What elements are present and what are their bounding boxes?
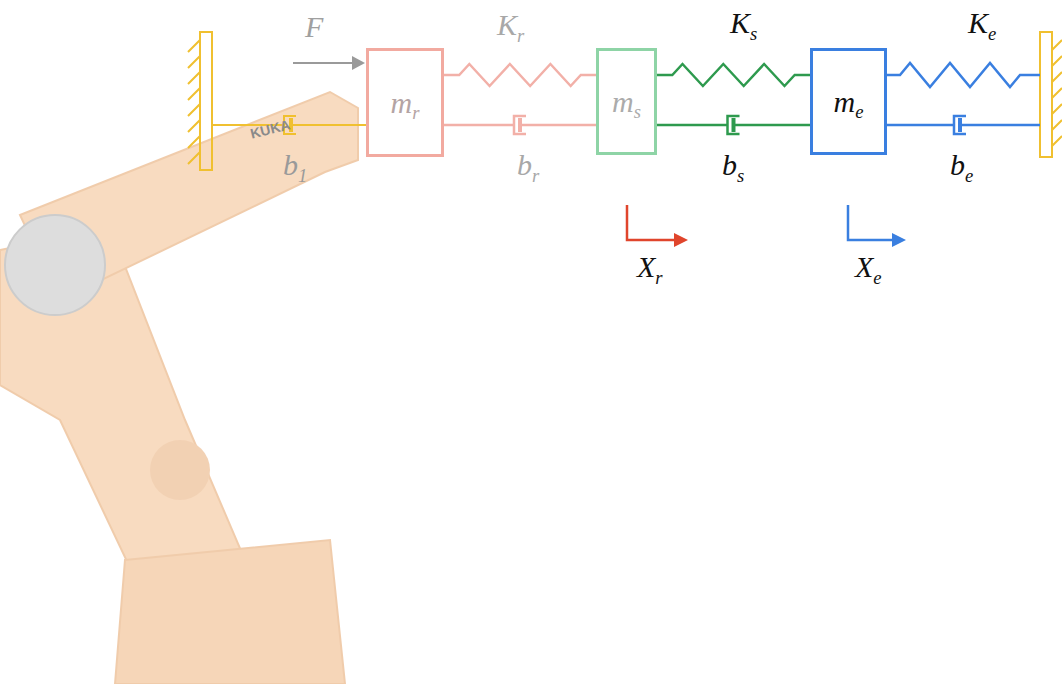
axis-marker bbox=[627, 205, 676, 240]
subscript: 1 bbox=[298, 165, 307, 186]
xe-axis bbox=[848, 205, 906, 247]
subscript: e bbox=[988, 23, 996, 44]
spring-symbol bbox=[887, 63, 1040, 87]
symbol: X bbox=[637, 250, 655, 283]
spring-symbol bbox=[657, 64, 810, 86]
damper-rod bbox=[444, 124, 514, 127]
mass-label: me bbox=[834, 87, 864, 117]
wall-hatch bbox=[1052, 40, 1062, 146]
position-label: Xe bbox=[855, 252, 882, 282]
damping-label: br bbox=[517, 150, 539, 180]
subscript: s bbox=[737, 165, 744, 186]
spring-symbol bbox=[444, 64, 596, 86]
subscript: e bbox=[855, 101, 863, 122]
force-line bbox=[293, 62, 354, 64]
spring-damper bbox=[657, 64, 810, 134]
arrowhead bbox=[674, 233, 688, 247]
wall-hatch bbox=[188, 40, 200, 164]
mass-box: me bbox=[810, 48, 887, 155]
damper-piston bbox=[958, 118, 962, 132]
mass-box: ms bbox=[596, 48, 657, 155]
subscript: r bbox=[655, 267, 662, 288]
arrowhead bbox=[892, 233, 906, 247]
symbol: b bbox=[517, 148, 532, 181]
axis-marker bbox=[848, 205, 894, 240]
damping-label: bs bbox=[722, 150, 744, 180]
subscript: r bbox=[517, 25, 524, 46]
damper-rod bbox=[520, 124, 596, 127]
symbol: b bbox=[283, 148, 298, 181]
symbol: m bbox=[834, 85, 856, 118]
ke-be-coupling bbox=[887, 63, 1040, 134]
wall bbox=[200, 32, 212, 170]
symbol: b bbox=[722, 148, 737, 181]
subscript: r bbox=[532, 165, 539, 186]
mass-label: ms bbox=[612, 87, 641, 117]
robot-joint bbox=[150, 440, 210, 500]
damping-label: b1 bbox=[283, 150, 307, 180]
symbol: b bbox=[950, 148, 965, 181]
subscript: s bbox=[750, 23, 757, 44]
robot-base bbox=[115, 540, 345, 684]
symbol: X bbox=[855, 250, 873, 283]
force-label: F bbox=[305, 12, 323, 42]
subscript: s bbox=[634, 101, 641, 122]
position-label: Xr bbox=[637, 252, 663, 282]
stiffness-label: Ks bbox=[730, 8, 757, 38]
xr-axis bbox=[627, 205, 688, 247]
symbol: m bbox=[612, 85, 634, 118]
robot-arm bbox=[0, 92, 358, 684]
right-wall bbox=[1040, 32, 1062, 157]
force-arrow bbox=[293, 56, 365, 70]
stiffness-label: Ke bbox=[968, 8, 996, 38]
subscript: r bbox=[412, 102, 419, 123]
robot-shoulder bbox=[5, 215, 105, 315]
damper-rod bbox=[734, 124, 811, 127]
damping-label: be bbox=[950, 150, 973, 180]
damper-symbol bbox=[887, 116, 1040, 134]
left-wall bbox=[188, 32, 212, 170]
symbol: K bbox=[730, 6, 750, 39]
wall bbox=[1040, 32, 1052, 157]
symbol: K bbox=[497, 8, 517, 41]
subscript: e bbox=[965, 165, 973, 186]
symbol: K bbox=[968, 6, 988, 39]
stiffness-label: Kr bbox=[497, 10, 524, 40]
mass-box: mr bbox=[366, 48, 444, 157]
arrowhead bbox=[352, 56, 365, 70]
symbol: m bbox=[391, 86, 413, 119]
mass-label: mr bbox=[391, 88, 420, 118]
spring-damper bbox=[444, 64, 596, 134]
subscript: e bbox=[873, 267, 881, 288]
brand-label: KUKA bbox=[249, 117, 292, 140]
damper-rod bbox=[657, 124, 728, 127]
